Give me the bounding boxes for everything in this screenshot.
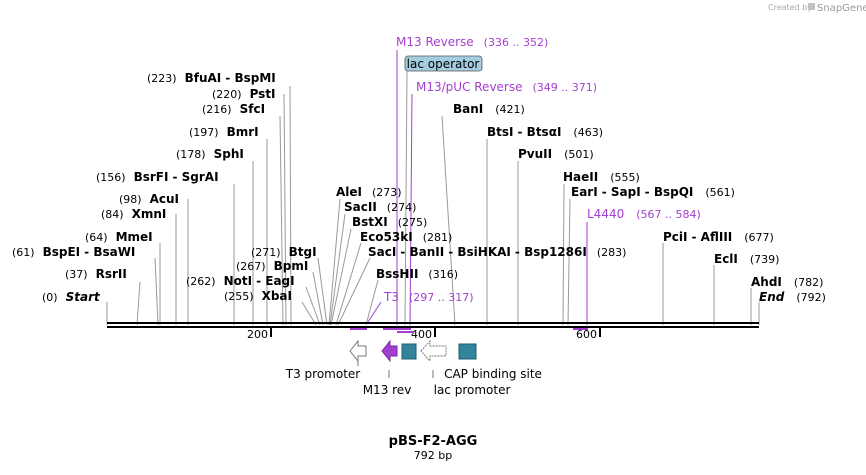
primer-l4440: L4440(567 .. 584) bbox=[587, 207, 701, 221]
site-bsrfi: (156)BsrFI- SgrAI bbox=[96, 170, 219, 184]
site-bstxi: BstXI(275) bbox=[352, 215, 427, 229]
site-pvuii: PvuII(501) bbox=[518, 147, 594, 161]
site-noti: (262)NotI- EagI bbox=[186, 274, 295, 288]
site-haeii: HaeII(555) bbox=[563, 170, 640, 184]
m13-rev-label: M13 rev bbox=[363, 383, 412, 397]
map-title: pBS-F2-AGG bbox=[389, 434, 478, 449]
leader-rsrii bbox=[136, 281, 141, 326]
leader-psti bbox=[283, 93, 287, 326]
leader-eari bbox=[567, 198, 571, 326]
cap-binding-site-box bbox=[458, 343, 477, 360]
primer-m13puc-reverse: M13/pUC Reverse(349 .. 371) bbox=[416, 80, 597, 94]
site-rsrii: (37)RsrII bbox=[65, 267, 127, 281]
snapgene-credit: Created by SnapGene bbox=[768, 3, 866, 14]
primer-bar-m13 bbox=[383, 328, 411, 330]
primer-bar-m13puc bbox=[397, 331, 414, 333]
primer-t3: T3(297 .. 317) bbox=[383, 290, 474, 304]
primer-leader-lines bbox=[367, 50, 588, 326]
site-end: End(792) bbox=[759, 290, 826, 304]
site-xbai: (255)XbaI bbox=[224, 289, 292, 303]
leader-bspei bbox=[154, 257, 159, 326]
site-bspei: (61)BspEI- BsaWI bbox=[12, 245, 135, 259]
leader-sacii bbox=[329, 213, 346, 326]
primer-bar-l4440 bbox=[573, 328, 588, 330]
leader-eco53ki bbox=[335, 242, 362, 326]
site-eco53ki: Eco53kI(281) bbox=[360, 230, 452, 244]
cap-binding-site-label: CAP binding site bbox=[444, 367, 542, 381]
site-mmei: (64)MmeI bbox=[85, 230, 153, 244]
leader-bsshii bbox=[365, 279, 379, 326]
tick-label-600: 600 bbox=[576, 328, 597, 341]
tick-label-400: 400 bbox=[411, 328, 432, 341]
leader-lac-operator bbox=[404, 69, 408, 326]
tick-400 bbox=[434, 328, 436, 337]
map-length: 792 bp bbox=[414, 449, 452, 462]
lac-promoter-arrow bbox=[420, 339, 447, 363]
site-btsi: BtsI- BtsαI(463) bbox=[487, 125, 603, 139]
primer-labels: M13 Reverse(336 .. 352) M13/pUC Reverse(… bbox=[383, 35, 701, 304]
leader-saci bbox=[337, 257, 371, 326]
scale-ticks: 200 400 600 bbox=[247, 328, 601, 341]
site-xmni: (84)XmnI bbox=[101, 207, 166, 221]
site-alei: AleI(273) bbox=[336, 185, 402, 199]
credit-prefix: Created by bbox=[768, 3, 812, 12]
leader-noti bbox=[305, 286, 321, 326]
tick-600 bbox=[599, 328, 601, 337]
site-psti: (220)PstI bbox=[212, 87, 276, 101]
site-bani: BanI(421) bbox=[453, 102, 525, 116]
leader-alei bbox=[328, 198, 341, 326]
feature-labels: T3 promoter M13 rev lac promoter CAP bin… bbox=[285, 367, 542, 397]
t3-promoter-label: T3 promoter bbox=[285, 367, 361, 381]
leader-btgi bbox=[317, 257, 328, 326]
primer-bar-t3 bbox=[350, 328, 367, 330]
feature-glyphs bbox=[349, 339, 477, 378]
leader-haeii bbox=[562, 183, 565, 326]
site-bmri: (197)BmrI bbox=[189, 125, 259, 139]
lac-operator-box bbox=[404, 55, 483, 72]
site-sphi: (178)SphI bbox=[176, 147, 244, 161]
leader-xbai bbox=[301, 301, 317, 326]
leader-bani bbox=[441, 115, 456, 326]
leader-m13puc-reverse bbox=[409, 93, 413, 326]
site-ecli: EclI(739) bbox=[714, 252, 779, 266]
site-start: (0)Start bbox=[42, 290, 101, 304]
site-bpmi: (267)BpmI bbox=[236, 259, 308, 273]
leader-t3 bbox=[367, 301, 382, 323]
sequence-backbone bbox=[107, 322, 759, 328]
site-eari: EarI- SapI- BspQI(561) bbox=[571, 185, 735, 199]
site-bfuai: (223)BfuAI- BspMI bbox=[147, 71, 276, 85]
primer-m13-reverse: M13 Reverse(336 .. 352) bbox=[396, 35, 548, 49]
t3-promoter-arrow bbox=[349, 339, 367, 363]
leader-sfci bbox=[279, 115, 284, 326]
tick-label-200: 200 bbox=[247, 328, 268, 341]
leader-bpmi bbox=[312, 271, 324, 326]
leader-bfuai bbox=[289, 85, 292, 326]
site-bsshii: BssHII(316) bbox=[376, 267, 458, 281]
lac-operator-label: lac operator bbox=[407, 57, 480, 71]
credit-brand: SnapGene bbox=[817, 3, 866, 14]
top-strand bbox=[107, 322, 759, 324]
site-sfci: (216)SfcI bbox=[202, 102, 265, 116]
snapgene-logo-icon bbox=[808, 3, 815, 10]
site-pcii: PciI- AflIII(677) bbox=[663, 230, 774, 244]
leader-bstxi bbox=[330, 228, 352, 326]
site-ahdi: AhdI(782) bbox=[751, 275, 823, 289]
lac-operator-tag: lac operator bbox=[404, 55, 483, 72]
lac-promoter-label: lac promoter bbox=[434, 383, 511, 397]
site-sacii: SacII(274) bbox=[344, 200, 416, 214]
bottom-strand bbox=[107, 326, 759, 328]
site-saci: SacI- BanII- BsiHKAI- Bsp1286I(283) bbox=[368, 245, 626, 259]
site-labels: (0)Start (37)RsrII (61)BspEI- BsaWI (64)… bbox=[12, 71, 826, 304]
site-btgi: (271)BtgI bbox=[251, 245, 317, 259]
tick-200 bbox=[270, 328, 272, 337]
site-acui: (98)AcuI bbox=[119, 192, 179, 206]
cap-binding-site-box-left bbox=[401, 343, 417, 360]
primer-bars bbox=[350, 328, 588, 333]
site-leader-lines bbox=[106, 85, 760, 326]
m13-rev-arrow bbox=[381, 339, 398, 363]
